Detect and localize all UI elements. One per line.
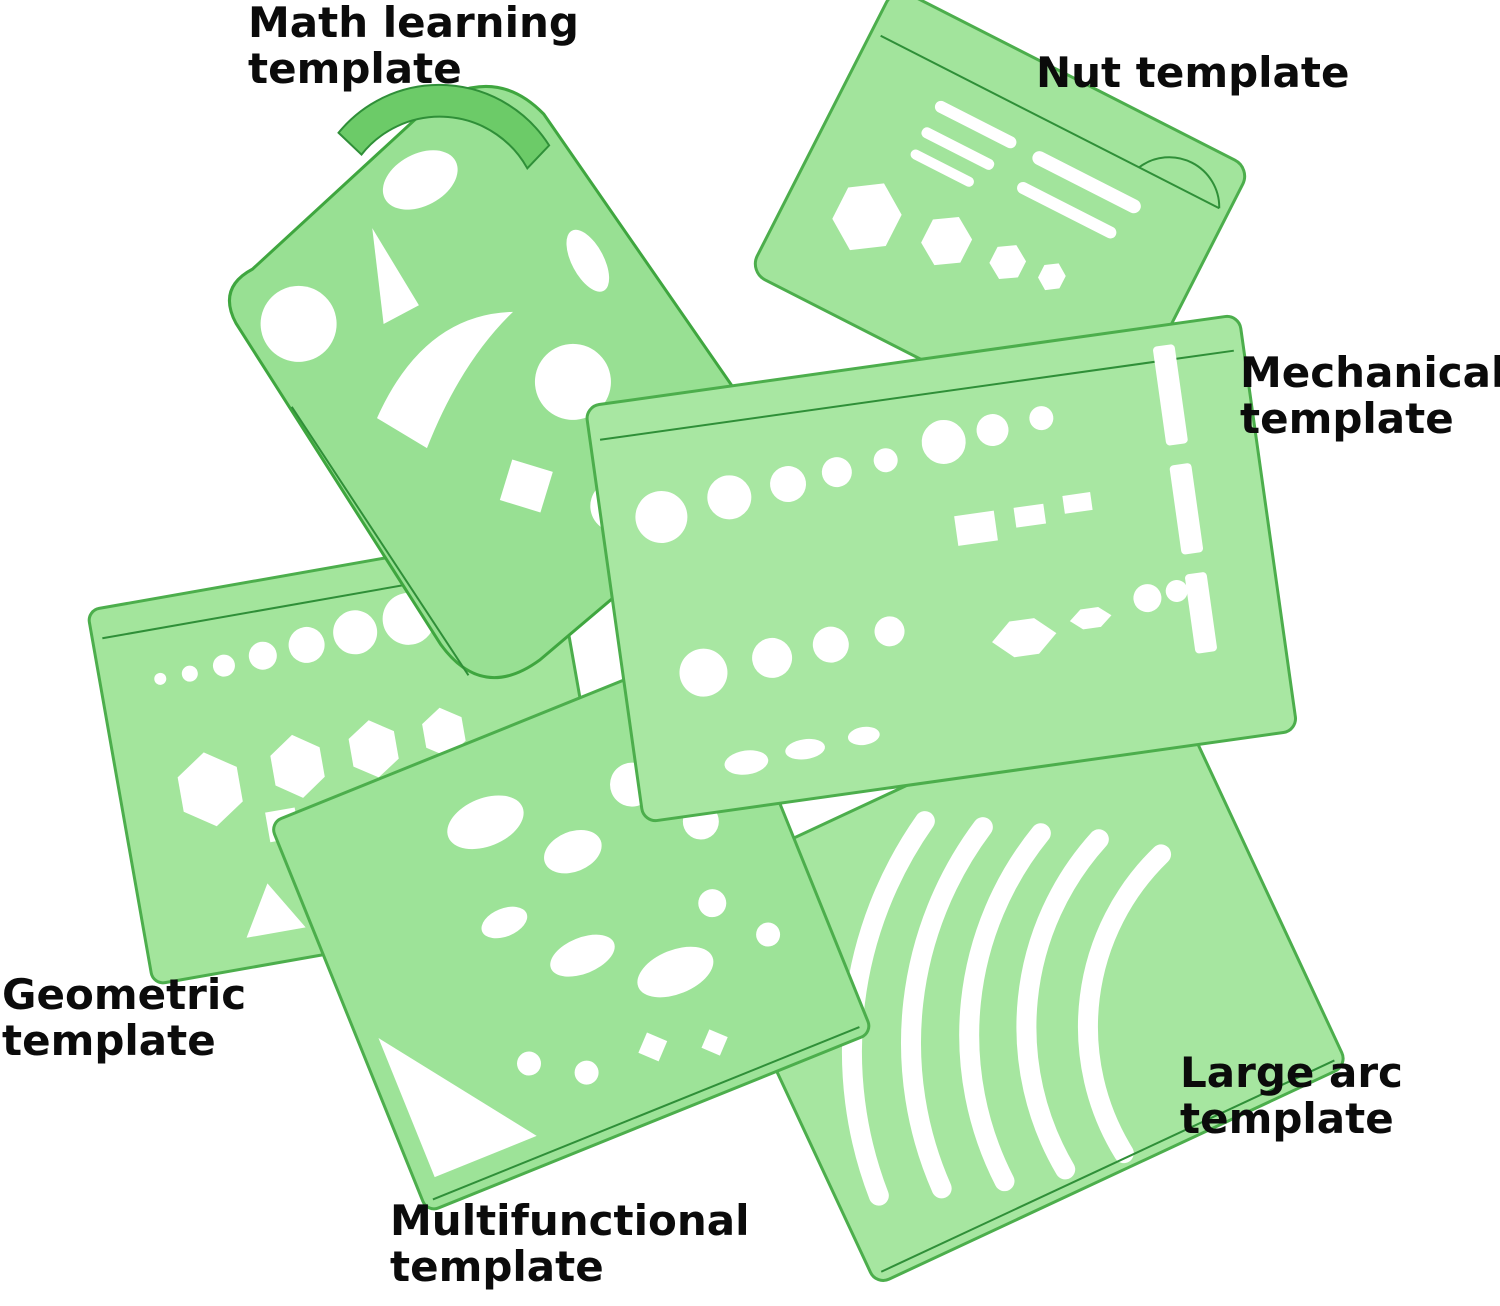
caption-mechanical: Mechanical template [1240, 350, 1500, 442]
caption-arc-line2: template [1180, 1094, 1394, 1143]
caption-large-arc: Large arc template [1180, 1050, 1403, 1142]
large-arc-template [693, 669, 1345, 1282]
caption-mech-line1: Mechanical [1240, 348, 1500, 397]
caption-multi-line2: template [390, 1242, 604, 1291]
caption-multifunctional: Multifunctional template [390, 1198, 750, 1290]
caption-multi-line1: Multifunctional [390, 1196, 750, 1245]
caption-geo-line2: template [2, 1016, 216, 1065]
caption-nut-line1: Nut template [1036, 48, 1350, 97]
caption-geo-line1: Geometric [2, 970, 247, 1019]
caption-math-line1: Math learning [248, 0, 579, 47]
caption-mech-line2: template [1240, 394, 1454, 443]
caption-math-line2: template [248, 44, 462, 93]
caption-math-learning: Math learning template [248, 0, 579, 92]
caption-arc-line1: Large arc [1180, 1048, 1403, 1097]
mechanical-template [585, 314, 1297, 823]
caption-geometric: Geometric template [2, 972, 246, 1064]
caption-nut: Nut template [1036, 50, 1349, 96]
